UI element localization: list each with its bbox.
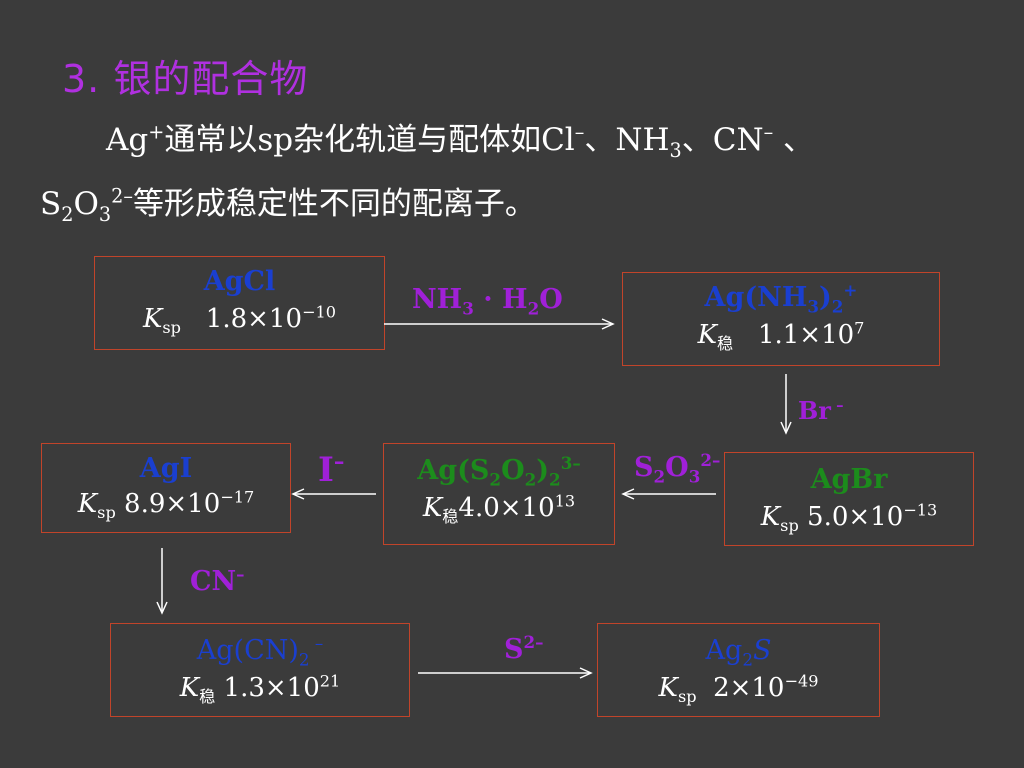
reagent-cn: CN–	[190, 564, 245, 597]
box-agcn: Ag(CN)2 – K稳 1.3×1021	[110, 623, 410, 717]
species-ags2o3: Ag(S2O2)23–	[417, 453, 581, 490]
arrow-left-1	[621, 488, 716, 500]
species-agcl: AgCl	[203, 266, 276, 297]
kstab-ags2o3: K稳4.0×1013	[422, 491, 576, 527]
box-agnh3: Ag(NH3)2+ K稳 1.1×107	[622, 272, 940, 366]
ksp-agcl: Ksp 1.8×10−10	[142, 302, 337, 338]
slide-title: 3. 银的配合物	[62, 57, 309, 101]
arrow-left-2	[291, 488, 376, 500]
species-agbr: AgBr	[810, 464, 888, 495]
species-agnh3: Ag(NH3)2+	[704, 280, 858, 317]
species-agi: AgI	[139, 453, 193, 484]
species-agcn: Ag(CN)2 –	[196, 633, 324, 670]
ksp-agi: Ksp 8.9×10−17	[77, 487, 255, 523]
kstab-agnh3: K稳 1.1×107	[697, 318, 865, 354]
ksp-agbr: Ksp 5.0×10−13	[760, 500, 938, 536]
arrow-down-2	[156, 548, 168, 615]
arrow-down-1	[780, 374, 792, 435]
box-ag2s: Ag2S Ksp 2×10−49	[597, 623, 880, 717]
reagent-s2: S2–	[504, 632, 544, 665]
box-agcl: AgCl Ksp 1.8×10−10	[94, 256, 385, 350]
species-ag2s: Ag2S	[705, 635, 772, 670]
reagent-s2o3: S2O32–	[634, 450, 721, 487]
arrow-right-2	[418, 667, 593, 679]
intro-paragraph: Ag+通常以sp杂化轨道与配体如Cl–、NH3、CN– 、 S2O32–等形成稳…	[40, 120, 815, 227]
kstab-agcn: K稳 1.3×1021	[179, 671, 341, 707]
reagent-br: Br –	[798, 396, 844, 425]
reagent-nh3-h2o: NH3 · H2O	[412, 284, 563, 319]
box-ags2o3: Ag(S2O2)23– K稳4.0×1013	[383, 443, 615, 545]
arrow-right-1	[384, 318, 615, 330]
box-agbr: AgBr Ksp 5.0×10−13	[724, 452, 974, 546]
ksp-ag2s: Ksp 2×10−49	[658, 671, 819, 707]
reagent-i: I–	[318, 448, 345, 490]
box-agi: AgI Ksp 8.9×10−17	[41, 443, 291, 533]
